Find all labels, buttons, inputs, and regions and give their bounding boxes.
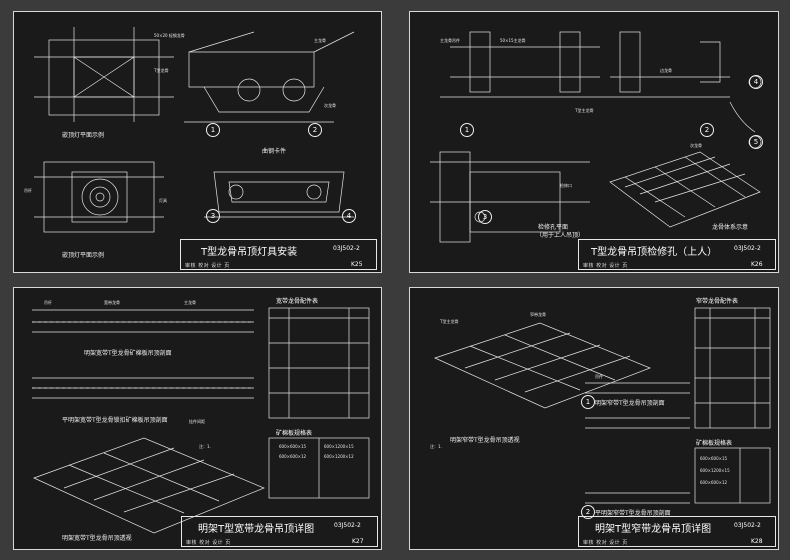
- svg-text:T型龙骨: T型龙骨: [153, 67, 168, 73]
- svg-text:吊杆: 吊杆: [24, 187, 32, 193]
- sheet-3-table-title: 宽带龙骨配件表: [276, 298, 319, 305]
- sheet-2-caption-1: 检修孔平面: [538, 224, 569, 231]
- sheet-4-page: K28: [751, 538, 763, 545]
- svg-text:检修口: 检修口: [560, 182, 572, 188]
- sheet-4-title-block: 明架T型窄带龙骨吊顶详图 03J502-2 审核 校对 设计 页 K28: [578, 516, 776, 547]
- sheet-1-title-block: T型龙骨吊顶灯具安装 03J502-2 审核 校对 设计 页 K25: [180, 239, 377, 270]
- sheet-4-caption-3: 平明架窄带T型龙骨吊顶剖面: [595, 510, 671, 517]
- sheet-4-table2-title: 矿棉板规格表: [696, 440, 733, 447]
- sheet-1-caption-1: 嵌顶灯平面示例: [62, 132, 105, 139]
- svg-text:主龙骨: 主龙骨: [314, 37, 326, 43]
- sheet-4-callout-2: 2: [581, 505, 595, 519]
- drawing-sheet-4: T型主龙骨 窄带龙骨 吊件注：1. 600×600×15 600×1200×15 6…: [409, 287, 779, 550]
- sheet-4-title: 明架T型窄带龙骨吊顶详图: [595, 524, 712, 535]
- sheet-2-page: K26: [751, 261, 763, 268]
- sheet-3-page: K27: [352, 538, 364, 545]
- sheet-2-callout-5: 5: [749, 135, 763, 149]
- svg-text:主龙骨: 主龙骨: [184, 299, 196, 305]
- sheet-1-caption-2: 嵌顶灯平面示例: [62, 252, 105, 259]
- sheet-3-title-row: 审核 校对 设计 页: [186, 540, 231, 546]
- svg-text:主龙骨吊件: 主龙骨吊件: [440, 37, 460, 43]
- drawing-sheet-2: 主龙骨吊件 50×15主龙骨 T型主龙骨 边龙骨 次龙骨检修口 检修孔平面 （用于上…: [409, 11, 779, 273]
- sheet-1-callout-1: 1: [206, 123, 220, 137]
- sheet-2-caption-3: 龙骨体系示意: [712, 224, 749, 231]
- sheet-2-callout-1: 1: [460, 123, 474, 137]
- sheet-3-table2-title: 矿棉板规格表: [276, 430, 313, 437]
- sheet-1-code: 03J502-2: [333, 245, 360, 252]
- svg-text:600×600×12: 600×600×12: [700, 480, 728, 485]
- sheet-2-code: 03J502-2: [734, 245, 761, 252]
- svg-text:次龙骨: 次龙骨: [324, 102, 336, 108]
- svg-text:600×600×15: 600×600×15: [700, 456, 728, 461]
- svg-text:窄带龙骨: 窄带龙骨: [530, 311, 546, 317]
- sheet-1-callout-3: 3: [206, 209, 220, 223]
- svg-text:注：1.: 注：1.: [430, 443, 442, 449]
- svg-text:边龙骨: 边龙骨: [660, 67, 672, 73]
- sheet-2-title-row: 审核 校对 设计 页: [583, 263, 628, 269]
- sheet-3-title: 明架T型宽带龙骨吊顶详图: [198, 524, 315, 535]
- svg-text:600×1200×15: 600×1200×15: [700, 468, 730, 473]
- svg-text:600×1200×12: 600×1200×12: [324, 454, 354, 459]
- svg-text:50×20 轻钢龙骨: 50×20 轻钢龙骨: [154, 32, 185, 38]
- drawing-sheet-3: 吊杆 宽带龙骨 主龙骨 挂件间距注：1. 600×600×15 600×1200×15…: [13, 287, 382, 550]
- sheet-1-caption-3: 曲钢卡件: [262, 148, 287, 155]
- sheet-4-caption-1: 明架窄带T型龙骨吊顶剖面: [595, 400, 665, 407]
- sheet-1-title-row: 审核 校对 设计 页: [185, 263, 230, 269]
- sheet-4-table-title: 窄带龙骨配件表: [696, 298, 739, 305]
- sheet-1-callout-4: 4: [342, 209, 356, 223]
- sheet-1-callout-2: 2: [308, 123, 322, 137]
- sheet-3-caption-2: 平明架宽带T型龙骨锁扣矿棉板吊顶剖面: [62, 417, 168, 424]
- sheet-2-callout-3: 3: [478, 210, 492, 224]
- sheet-1-title: T型龙骨吊顶灯具安装: [201, 247, 298, 258]
- svg-text:宽带龙骨: 宽带龙骨: [104, 299, 120, 305]
- sheet-2-title: T型龙骨吊顶检修孔（上人）: [591, 247, 718, 258]
- sheet-4-callout-1: 1: [581, 395, 595, 409]
- sheet-4-drawing: T型主龙骨 窄带龙骨 吊件注：1. 600×600×15 600×1200×15 6…: [430, 307, 771, 504]
- sheet-3-code: 03J502-2: [334, 522, 361, 529]
- svg-text:600×1200×15: 600×1200×15: [324, 444, 354, 449]
- sheet-4-code: 03J502-2: [734, 522, 761, 529]
- sheet-3-caption-1: 明架宽带T型龙骨矿棉板吊顶剖面: [84, 350, 172, 357]
- svg-text:600×600×12: 600×600×12: [279, 454, 307, 459]
- sheet-4-caption-2: 明架窄带T型龙骨吊顶透视: [450, 437, 520, 444]
- sheet-3-caption-3: 明架宽带T型龙骨吊顶透视: [62, 535, 132, 542]
- svg-text:挂件间距: 挂件间距: [189, 418, 205, 424]
- svg-text:注：1.: 注：1.: [199, 443, 211, 449]
- svg-text:50×15主龙骨: 50×15主龙骨: [500, 37, 526, 43]
- sheet-1-page: K25: [351, 261, 363, 268]
- svg-text:T型主龙骨: T型主龙骨: [439, 318, 458, 324]
- svg-text:T型主龙骨: T型主龙骨: [574, 107, 593, 113]
- sheet-2-caption-2: （用于上人吊顶）: [536, 232, 585, 239]
- svg-text:600×600×15: 600×600×15: [279, 444, 307, 449]
- svg-text:吊杆: 吊杆: [44, 299, 52, 305]
- sheet-2-callout-4: 4: [749, 75, 763, 89]
- sheet-3-title-block: 明架T型宽带龙骨吊顶详图 03J502-2 审核 校对 设计 页 K27: [181, 516, 378, 547]
- sheet-2-title-block: T型龙骨吊顶检修孔（上人） 03J502-2 审核 校对 设计 页 K26: [578, 239, 776, 270]
- svg-text:灯具: 灯具: [159, 197, 167, 203]
- sheet-4-title-row: 审核 校对 设计 页: [583, 540, 628, 546]
- drawing-sheet-1: 50×20 轻钢龙骨 T型龙骨 主龙骨次龙骨 吊杆灯具 嵌顶灯平面示例 嵌顶灯平面…: [13, 11, 382, 273]
- sheet-2-callout-2: 2: [700, 123, 714, 137]
- svg-text:吊件: 吊件: [595, 373, 603, 379]
- svg-text:次龙骨: 次龙骨: [690, 142, 702, 148]
